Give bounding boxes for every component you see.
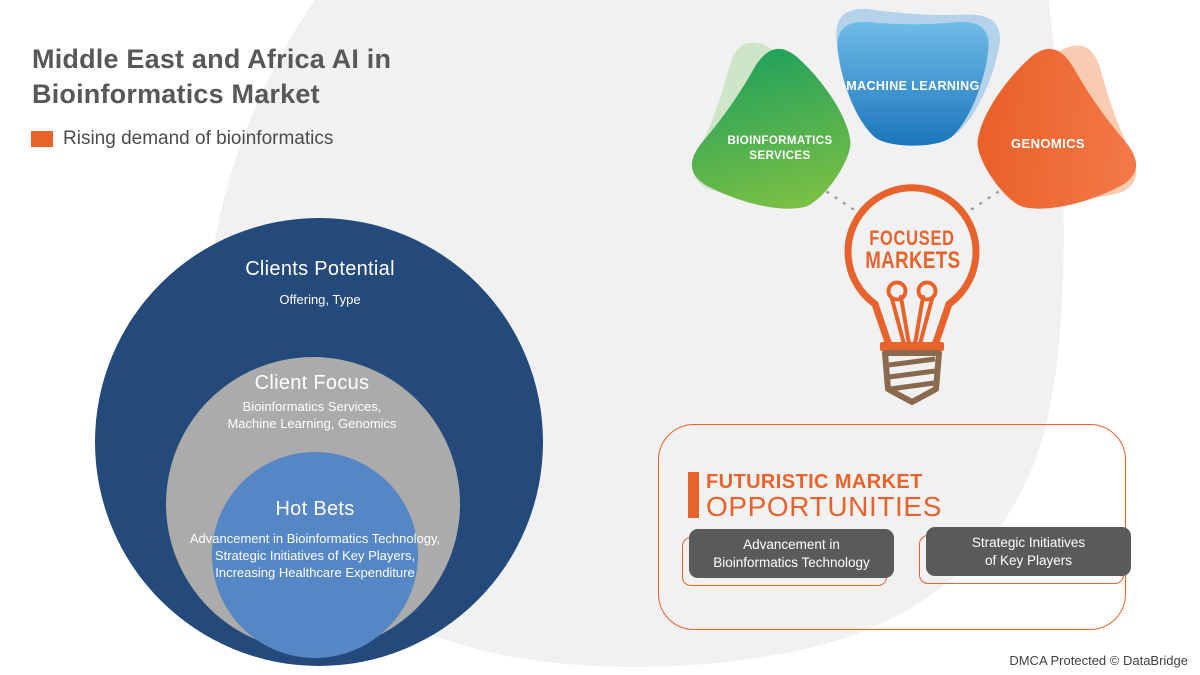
opportunity-2-line2: of Key Players bbox=[984, 552, 1073, 568]
venn-outer-title: Clients Potential bbox=[245, 258, 395, 280]
bulb-neck-band bbox=[880, 342, 944, 351]
light-bulb-icon bbox=[844, 184, 980, 405]
venn-middle-line2: Machine Learning, Genomics bbox=[227, 416, 397, 431]
opportunity-2-line1: Strategic Initiatives bbox=[971, 534, 1086, 550]
bulb-filament bbox=[886, 280, 938, 346]
bulb-text-line1: FOCUSED bbox=[869, 227, 955, 250]
opportunity-button-advancement: Advancement in Bioinformatics Technology bbox=[689, 529, 894, 578]
bioinformatics-label-line1: BIOINFORMATICS bbox=[727, 135, 833, 147]
venn-outer-subtitle: Offering, Type bbox=[279, 292, 361, 307]
subtitle: Rising demand of bioinformatics bbox=[31, 128, 333, 150]
venn-inner-title: Hot Bets bbox=[275, 498, 355, 520]
footer-text: DMCA Protected © DataBridge bbox=[1009, 653, 1188, 668]
venn-inner-line2: Strategic Initiatives of Key Players, bbox=[214, 548, 416, 563]
opportunities-panel: FUTURISTIC MARKET OPPORTUNITIES Advancem… bbox=[658, 424, 1131, 630]
opportunity-1-line2: Bioinformatics Technology bbox=[713, 554, 870, 570]
bioinformatics-label-line2: SERVICES bbox=[749, 150, 811, 162]
title-accent-bar bbox=[688, 472, 699, 518]
venn-outer-text: Clients Potential Offering, Type bbox=[170, 258, 470, 308]
genomics-label: GENOMICS bbox=[1011, 136, 1085, 151]
bulb-text-line2: MARKETS bbox=[865, 247, 961, 275]
bulb-base bbox=[882, 350, 942, 405]
venn-inner-circle bbox=[212, 452, 418, 658]
opportunities-title-line2: OPPORTUNITIES bbox=[706, 491, 942, 522]
opportunity-item-2: Strategic Initiatives of Key Players bbox=[919, 527, 1131, 585]
venn-middle-title: Client Focus bbox=[254, 372, 370, 394]
venn-inner-line3: Increasing Healthcare Expenditure bbox=[215, 565, 415, 580]
page-title-line2: Bioinformatics Market bbox=[32, 79, 320, 109]
page-title: Middle East and Africa AI in Bioinformat… bbox=[32, 42, 391, 112]
opportunities-title-line1: FUTURISTIC MARKET bbox=[706, 471, 923, 493]
venn-inner-line1: Advancement in Bioinformatics Technology… bbox=[189, 531, 441, 546]
machine-learning-label: MACHINE LEARNING bbox=[846, 79, 980, 93]
opportunity-button-strategic: Strategic Initiatives of Key Players bbox=[926, 527, 1131, 576]
subtitle-text: Rising demand of bioinformatics bbox=[63, 128, 334, 149]
bioinformatics-services-label: BIOINFORMATICS SERVICES bbox=[705, 134, 855, 164]
focused-markets-graphic bbox=[683, 7, 1145, 405]
venn-middle-text: Client Focus Bioinformatics Services, Ma… bbox=[181, 372, 443, 432]
venn-middle-line1: Bioinformatics Services, bbox=[242, 399, 382, 414]
subtitle-bullet-icon bbox=[31, 131, 53, 147]
opportunity-item-1: Advancement in Bioinformatics Technology bbox=[682, 529, 894, 587]
connector-right-dashed-line bbox=[962, 184, 1008, 217]
bulb-outline bbox=[844, 184, 980, 350]
opportunity-1-line1: Advancement in bbox=[743, 536, 840, 552]
bulb-text: FOCUSED MARKETS bbox=[865, 227, 961, 275]
page-title-line1: Middle East and Africa AI in bbox=[32, 44, 392, 74]
venn-inner-text: Hot Bets Advancement in Bioinformatics T… bbox=[172, 498, 458, 581]
